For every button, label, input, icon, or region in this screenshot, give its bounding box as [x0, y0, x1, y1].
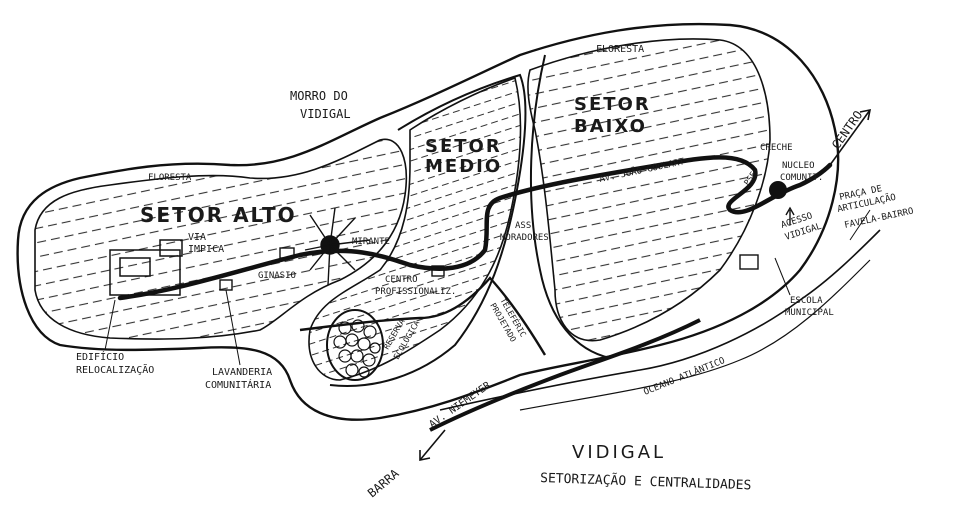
- label-nucleo-2: COMUNIT.: [780, 173, 823, 183]
- label-edificio-2: RELOCALIZAÇÃO: [76, 363, 154, 376]
- label-centro-prof-1: CENTRO: [385, 275, 418, 285]
- setor-baixo-area: [527, 38, 771, 342]
- coastline: [439, 229, 881, 411]
- coastline-2: [519, 259, 871, 411]
- label-barra: BARRA: [365, 466, 402, 500]
- map-title: VIDIGAL: [572, 442, 666, 463]
- label-lavanderia-1: LAVANDERIA: [212, 367, 272, 378]
- centro-prof-building: [431, 265, 445, 277]
- arrow-barra: [419, 429, 446, 461]
- reserva-ecologica-trees: [326, 309, 384, 381]
- secondary-road: [299, 276, 547, 356]
- nucleo-node: [769, 181, 787, 199]
- label-setor-alto: SETOR ALTO: [140, 203, 297, 227]
- label-floresta-top: FLORESTA: [596, 44, 644, 55]
- label-floresta-left: FLORESTA: [148, 173, 192, 183]
- edificio-relocalizacao-building: [109, 239, 183, 296]
- setor-medio-area: [308, 76, 522, 381]
- label-creche: CRECHE: [760, 143, 793, 153]
- ginasio-building: [279, 247, 295, 259]
- label-morro-1: MORRO DO: [290, 89, 348, 103]
- escola-building: [739, 254, 759, 270]
- label-oceano: OCEANO ATLÂNTICO: [642, 354, 727, 398]
- label-setor-baixo-2: BAIXO: [574, 116, 647, 137]
- arrow-acesso: [785, 206, 795, 225]
- label-via-2: IMPICA: [188, 244, 224, 255]
- label-via-1: VIA: [188, 232, 206, 243]
- label-mirante: MIRANTE: [352, 237, 390, 247]
- label-setor-medio-1: SETOR: [425, 136, 502, 157]
- mirante-node: [304, 207, 371, 286]
- label-escola-1: ESCOLA: [790, 296, 823, 306]
- label-escola-2: MUNICIPAL: [785, 308, 834, 318]
- arrow-centro: [829, 108, 872, 166]
- label-edificio-1: EDIFÍCIO: [76, 350, 124, 363]
- label-nucleo-1: NUCLEO: [782, 161, 815, 171]
- morro-outer-boundary: [16, 22, 840, 421]
- map-subtitle: SETORIZAÇÃO E CENTRALIDADES: [540, 470, 752, 493]
- label-centro-prof-2: PROFISSIONALIZ.: [375, 287, 456, 297]
- label-setor-baixo-1: SETOR: [574, 94, 651, 115]
- av-niemeyer-road: [429, 318, 701, 432]
- label-lavanderia-2: COMUNITÁRIA: [205, 378, 271, 391]
- setor-alto-area: [34, 138, 408, 340]
- divider-medio-baixo: [529, 54, 611, 359]
- label-setor-medio-2: MEDIO: [425, 156, 502, 177]
- label-morro-2: VIDIGAL: [300, 107, 351, 121]
- label-assoc-2: MORADORES: [500, 233, 549, 243]
- divider-alto-medio: [329, 73, 527, 387]
- leader-lines: [104, 209, 871, 366]
- label-assoc-1: ASS: [515, 221, 531, 231]
- label-ginasio: GINASIO: [258, 271, 296, 281]
